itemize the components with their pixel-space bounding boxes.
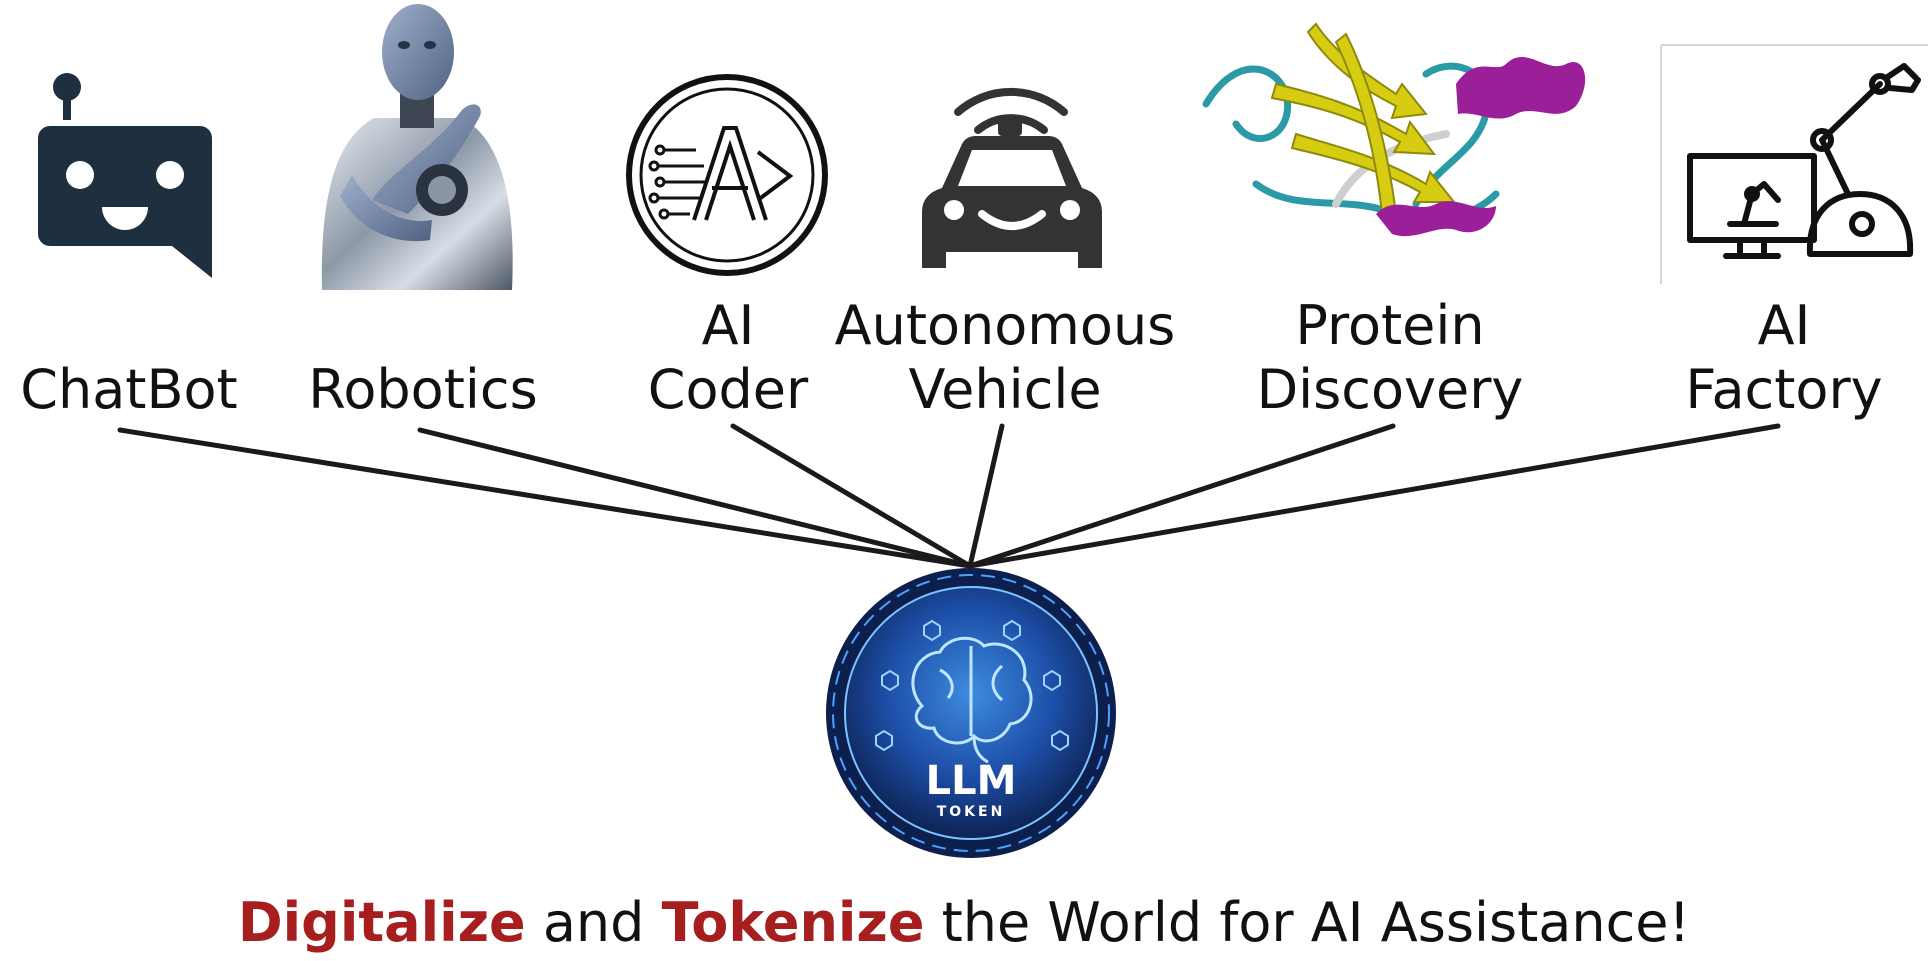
label-ai-factory: AI Factory bbox=[1656, 294, 1912, 422]
label-protein-discovery: Protein Discovery bbox=[1240, 294, 1540, 422]
label-line: Discovery bbox=[1256, 358, 1524, 421]
label-robotics: Robotics bbox=[300, 358, 546, 422]
label-autonomous-vehicle: Autonomous Vehicle bbox=[830, 294, 1180, 422]
connector-autonomous-vehicle bbox=[967, 423, 1005, 569]
connector-robotics bbox=[417, 427, 973, 569]
tagline-digitalize: Digitalize bbox=[237, 891, 526, 954]
humanoid-robot-icon bbox=[321, 4, 513, 290]
connector-ai-coder bbox=[730, 423, 973, 569]
autonomous-car-icon bbox=[922, 87, 1102, 268]
ai-coder-icon bbox=[626, 74, 828, 276]
label-line: Robotics bbox=[308, 358, 538, 421]
llm-brain-icon: LLM TOKEN bbox=[826, 568, 1116, 858]
label-chatbot: ChatBot bbox=[8, 358, 250, 422]
connector-chatbot bbox=[117, 427, 973, 569]
label-line: Vehicle bbox=[908, 358, 1102, 421]
connector-protein-discovery bbox=[967, 423, 1396, 569]
tagline-and: and bbox=[542, 891, 645, 954]
connector-ai-factory bbox=[967, 423, 1781, 569]
tagline: Digitalize and Tokenize the World for AI… bbox=[0, 888, 1928, 958]
label-line: Autonomous bbox=[834, 294, 1176, 357]
tagline-tokenize: Tokenize bbox=[661, 891, 925, 954]
protein-structure-icon bbox=[1202, 22, 1586, 237]
hub-subtitle: TOKEN bbox=[937, 804, 1006, 820]
hub-title: LLM bbox=[926, 758, 1017, 804]
robot-arm-factory-icon bbox=[1660, 44, 1928, 284]
chatbot-icon bbox=[38, 73, 212, 278]
label-line: Factory bbox=[1685, 358, 1883, 421]
label-line: AI bbox=[1757, 294, 1811, 357]
label-ai-coder: AI Coder bbox=[626, 294, 830, 422]
label-line: Protein bbox=[1295, 294, 1485, 357]
label-line: ChatBot bbox=[20, 358, 238, 421]
label-line: Coder bbox=[647, 358, 809, 421]
label-line: AI bbox=[701, 294, 755, 357]
tagline-rest: the World for AI Assistance! bbox=[941, 891, 1691, 954]
